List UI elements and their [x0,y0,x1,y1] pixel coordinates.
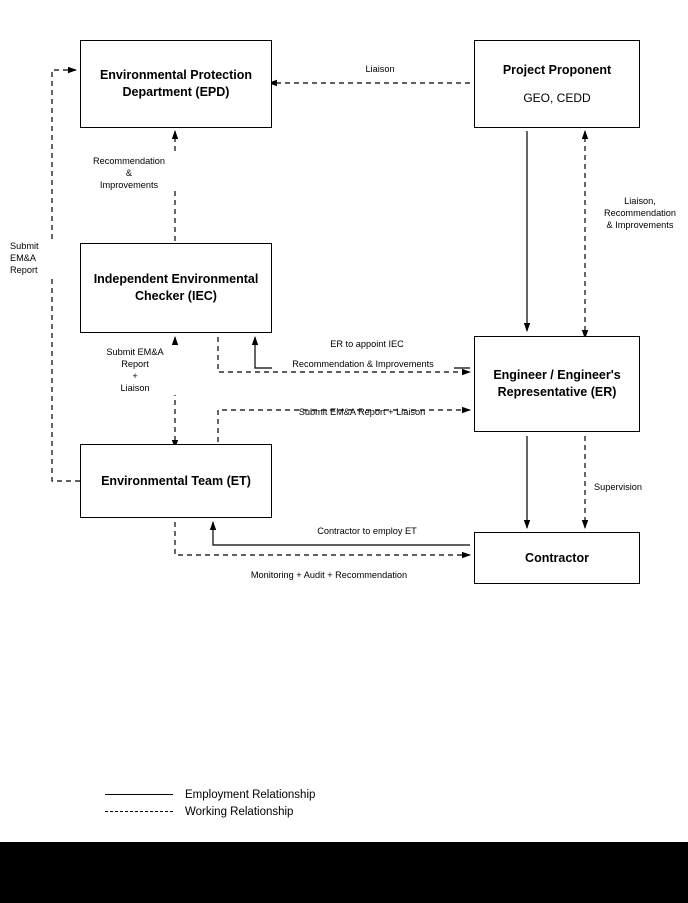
edge-et-contractor-monitoring [174,522,471,559]
edge-label-recommendation-epd: Recommendation & Improvements [81,155,177,192]
node-et-title: Environmental Team (ET) [101,473,251,488]
edge-label-submit-emna-liaison-er: Submit EM&A Report + Liaison [298,407,426,417]
edge-label-liaison-top: Liaison [333,63,427,76]
node-et[interactable]: Environmental Team (ET) [80,444,272,518]
edge-iec-er-recommendation [217,337,471,376]
edge-et-epd-submit-report [51,66,80,482]
edge-label-submit-emna-report: Submit EM&A Report [8,240,54,277]
edge-label-monitoring-audit: Monitoring + Audit + Recommendation [250,570,408,580]
node-epd-title: Environmental Protection Department (EPD… [99,68,253,99]
node-iec[interactable]: Independent Environmental Checker (IEC) [80,243,272,333]
node-project-proponent[interactable]: Project Proponent GEO, CEDD [474,40,640,128]
edge-contractor-et-employ [209,521,470,546]
legend-row-working: Working Relationship [105,803,315,820]
edge-label-recommendation-er: Recommendation & Improvements [272,358,454,371]
edge-label-supervision: Supervision [592,481,658,494]
bottom-black-band [0,842,688,903]
node-er-title: Engineer / Engineer's Representative (ER… [493,368,621,399]
edge-label-er-appoint-iec: ER to appoint IEC [305,338,429,351]
node-project-proponent-title: Project Proponent [502,62,612,77]
dashed-line-icon [105,811,173,812]
node-epd[interactable]: Environmental Protection Department (EPD… [80,40,272,128]
legend: Employment Relationship Working Relation… [105,786,315,820]
node-contractor[interactable]: Contractor [474,532,640,584]
node-project-proponent-subtitle: GEO, CEDD [523,90,591,105]
legend-label-working: Working Relationship [185,805,294,818]
edge-label-contractor-employ-et: Contractor to employ ET [300,525,434,538]
node-er[interactable]: Engineer / Engineer's Representative (ER… [474,336,640,432]
node-iec-title: Independent Environmental Checker (IEC) [93,272,259,303]
edge-et-er-submit-report [217,406,471,442]
node-contractor-title: Contractor [525,550,589,565]
legend-label-employment: Employment Relationship [185,788,316,801]
legend-row-employment: Employment Relationship [105,786,315,803]
edge-label-submit-emna-liaison-iec: Submit EM&A Report + Liaison [92,346,178,395]
solid-line-icon [105,794,173,795]
edge-label-liaison-recommendation: Liaison, Recommendation & Improvements [592,195,688,232]
